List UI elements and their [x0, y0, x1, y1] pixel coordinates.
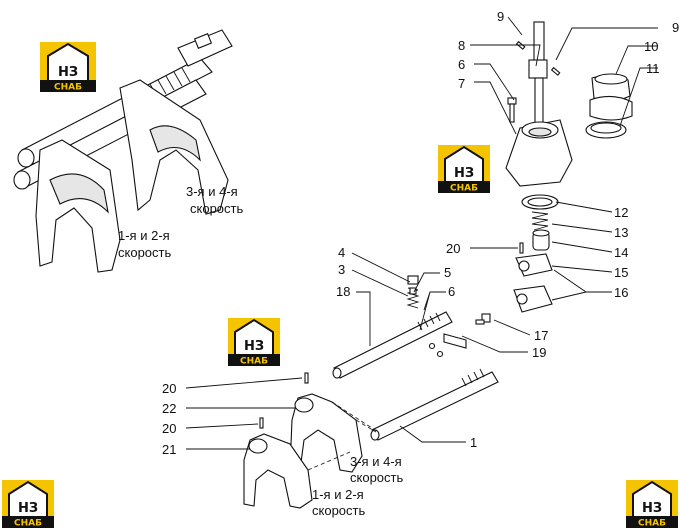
fork-21-boss — [248, 438, 268, 454]
label-bottom-speed12-line1: 1-я и 2-я — [312, 487, 364, 502]
shaft-1 — [371, 371, 499, 441]
logo-top-left: НЗ СНАБ — [40, 42, 96, 93]
callout-19: 19 — [532, 345, 546, 360]
logo-caption: СНАБ — [14, 519, 42, 529]
assembly-guides — [307, 401, 379, 471]
boot-top — [594, 73, 628, 85]
shaft-18-grooves — [417, 312, 441, 331]
bolt-17-head — [481, 313, 491, 323]
callout-9a: 9 — [497, 9, 504, 24]
logo-letters: НЗ — [18, 501, 38, 516]
label-top-speed34-line2: скорость — [190, 201, 243, 216]
callout-20b: 20 — [162, 381, 176, 396]
bolt-3-head — [407, 275, 419, 285]
callout-10: 10 — [644, 39, 658, 54]
callout-6: 6 — [458, 57, 465, 72]
ball-5a — [428, 342, 436, 350]
callout-16: 16 — [614, 285, 628, 300]
logo-caption: СНАБ — [240, 357, 268, 367]
washer-12-inner — [527, 197, 553, 207]
callout-14: 14 — [614, 245, 628, 260]
label-top-speed12-line1: 1-я и 2-я — [118, 228, 170, 243]
housing-bore — [528, 127, 552, 137]
block-16 — [513, 285, 553, 313]
callout-3: 4 — [338, 245, 345, 260]
label-bottom-speed12-line2: скорость — [312, 503, 365, 518]
block-16-hole — [516, 293, 528, 305]
logo-letters: НЗ — [454, 166, 474, 181]
logo-center-right: НЗ СНАБ — [438, 145, 490, 194]
fork-speed-3-4-web — [149, 125, 201, 162]
callout-20c: 20 — [162, 421, 176, 436]
callout-13: 13 — [614, 225, 628, 240]
boot-lower — [589, 95, 633, 121]
callout-11: 11 — [646, 61, 660, 76]
logo-letters: НЗ — [642, 501, 662, 516]
spring-stack — [513, 194, 559, 313]
logo-caption: СНАБ — [638, 519, 666, 529]
label-bottom-speed34-line2: скорость — [350, 470, 403, 485]
callout-17: 17 — [534, 328, 548, 343]
bolt-17-shank — [475, 319, 485, 325]
callout-15: 15 — [614, 265, 628, 280]
leader-lines — [185, 16, 658, 450]
selector-housing-group — [505, 21, 633, 187]
logo-letters: НЗ — [244, 339, 264, 354]
selector-housing — [505, 119, 573, 187]
bottom-forks — [243, 393, 379, 509]
bolt-7-shank — [509, 103, 515, 123]
pin-20b — [304, 372, 309, 384]
callout-20a: 20 — [446, 241, 460, 256]
lever-ball — [528, 59, 548, 79]
lever-shaft — [534, 77, 544, 125]
fork-speed-1-2-web — [49, 173, 109, 214]
clamp-inner — [590, 122, 622, 134]
ball-5b — [436, 350, 444, 358]
callout-12: 12 — [614, 205, 628, 220]
bolt-7-head — [507, 97, 517, 105]
spring-13 — [531, 211, 549, 231]
rail-end-upper — [17, 148, 35, 168]
callout-8: 8 — [458, 38, 465, 53]
fork-speed-1-2 — [35, 139, 121, 273]
label-top-speed34-line1: 3-я и 4-я — [186, 184, 238, 199]
logo-center-left: НЗ СНАБ — [228, 318, 280, 367]
callout-4: 5 — [444, 265, 451, 280]
plate-19 — [443, 333, 467, 349]
callout-1: 1 — [470, 435, 477, 450]
pin-9b — [550, 66, 561, 76]
bushing-14-top — [532, 229, 550, 237]
pin-20c — [259, 417, 264, 429]
callout-2: 3 — [338, 262, 345, 277]
callout-7: 7 — [458, 76, 465, 91]
assembled-shift-forks — [13, 29, 233, 273]
callout-22: 22 — [162, 401, 176, 416]
logo-caption: СНАБ — [450, 184, 478, 194]
callout-5: 6 — [448, 284, 455, 299]
logo-letters: НЗ — [58, 65, 78, 80]
selector-lever-top — [533, 21, 545, 63]
callout-18: 18 — [336, 284, 350, 299]
label-top-speed12-line2: скорость — [118, 245, 171, 260]
label-bottom-speed34-line1: 3-я и 4-я — [350, 454, 402, 469]
block-15-hole — [518, 260, 530, 272]
logo-bottom-left: НЗ СНАБ — [2, 480, 54, 529]
selector-slot — [193, 33, 213, 49]
logo-bottom-right: НЗ СНАБ — [626, 480, 678, 529]
callout-9b: 9 — [672, 20, 679, 35]
callout-21: 21 — [162, 442, 176, 457]
fork-22-boss — [294, 397, 314, 413]
rail-end-lower — [13, 170, 31, 190]
shafts-group — [259, 242, 524, 441]
pin-20a — [519, 242, 524, 254]
logo-caption: СНАБ — [54, 83, 82, 93]
callout-numbers: 9 9 8 6 7 10 11 12 13 14 15 16 20 4 3 5 … — [162, 9, 679, 457]
shaft-1-grooves — [461, 368, 485, 387]
plug-4 — [409, 287, 417, 295]
shaft-18-end — [332, 367, 342, 379]
